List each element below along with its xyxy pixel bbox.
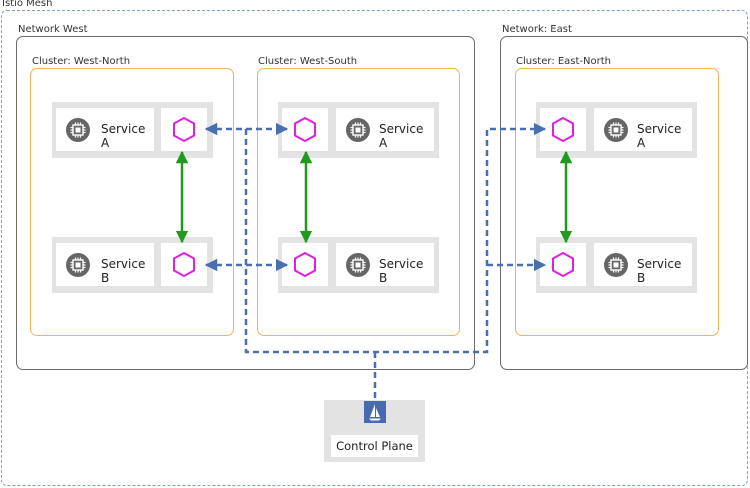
chip-icon (604, 118, 628, 142)
control-plane-box[interactable]: Control Plane (324, 400, 425, 462)
pod-west-north-service-a: Service A (52, 102, 213, 158)
network-west-label: Network West (18, 24, 88, 35)
proxy-hexagon-icon (173, 116, 195, 143)
service-label: Service B (101, 257, 146, 285)
service-a-card[interactable]: Service A (56, 108, 154, 151)
pod-east-north-service-b: Service B (536, 237, 697, 293)
chip-icon (604, 253, 628, 277)
network-west (16, 36, 475, 370)
control-plane-bus (244, 122, 547, 354)
service-label: Service A (101, 122, 146, 150)
service-a-card[interactable]: Service A (336, 108, 434, 151)
sidecar-proxy[interactable] (161, 108, 207, 151)
cluster-west-south (257, 68, 460, 336)
istio-sail-icon (364, 401, 386, 423)
chip-icon (346, 253, 370, 277)
proxy-hexagon-icon (552, 251, 574, 278)
chip-icon (66, 253, 90, 277)
service-b-card[interactable]: Service B (56, 243, 154, 286)
pod-west-south-service-b: Service B (278, 237, 439, 293)
chip-icon (346, 118, 370, 142)
sidecar-proxy[interactable] (161, 243, 207, 286)
network-east (500, 36, 748, 370)
cluster-east-north-label: Cluster: East-North (516, 56, 612, 67)
chip-icon (66, 118, 90, 142)
sidecar-proxy[interactable] (540, 243, 586, 286)
service-label: Service B (637, 257, 682, 285)
service-b-card[interactable]: Service B (336, 243, 434, 286)
sidecar-proxy[interactable] (282, 243, 328, 286)
cluster-east-north (515, 68, 719, 336)
pod-west-north-service-b: Service B (52, 237, 213, 293)
proxy-hexagon-icon (294, 116, 316, 143)
service-b-card[interactable]: Service B (594, 243, 692, 286)
service-label: Service A (379, 122, 424, 150)
sidecar-proxy[interactable] (540, 108, 586, 151)
mesh-label: Istio Mesh (2, 0, 56, 9)
pod-west-south-service-a: Service A (278, 102, 439, 158)
cluster-west-south-label: Cluster: West-South (258, 56, 358, 67)
service-label: Service B (379, 257, 424, 285)
proxy-hexagon-icon (173, 251, 195, 278)
pod-east-north-service-a: Service A (536, 102, 697, 158)
proxy-hexagon-icon (552, 116, 574, 143)
proxy-hexagon-icon (294, 251, 316, 278)
cluster-west-north-label: Cluster: West-North (32, 56, 131, 67)
network-east-label: Network: East (502, 24, 572, 35)
service-a-card[interactable]: Service A (594, 108, 692, 151)
cluster-west-north (30, 68, 234, 336)
control-plane-label: Control Plane (331, 435, 418, 457)
service-label: Service A (637, 122, 682, 150)
sidecar-proxy[interactable] (282, 108, 328, 151)
